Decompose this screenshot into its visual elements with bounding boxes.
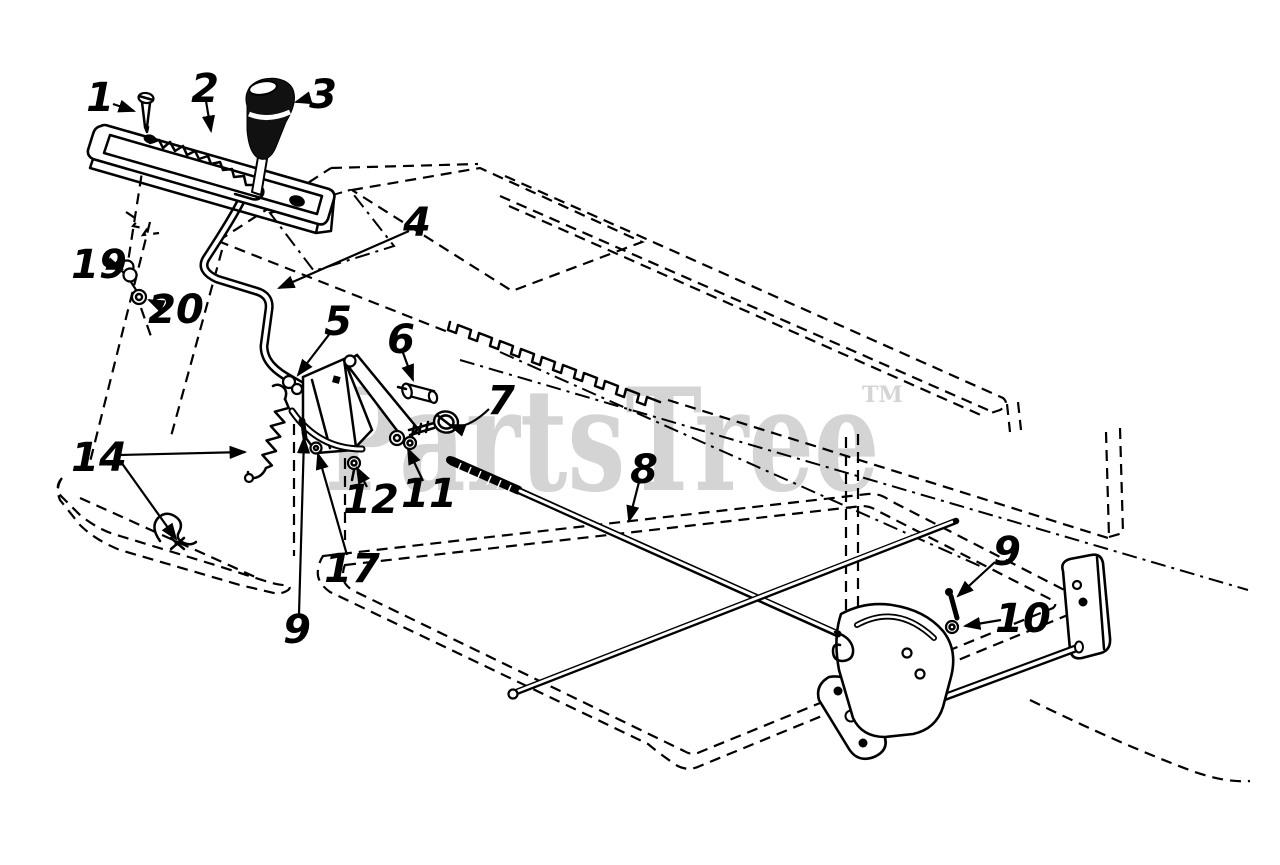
callout-leader-9	[296, 435, 311, 615]
callout-leader-19	[105, 257, 125, 271]
washer-12	[346, 455, 362, 482]
screw-hole	[143, 134, 157, 144]
callout-leader-3	[293, 91, 313, 105]
callout-leader-10	[962, 616, 1002, 630]
callout-17-11: 17	[324, 546, 380, 592]
pin-9-right	[945, 588, 960, 621]
plate-hole	[289, 195, 305, 207]
callout-2-1: 2	[191, 66, 219, 112]
callout-9-13: 9	[993, 529, 1021, 575]
callout-leader-8	[626, 481, 641, 524]
tension-spring	[243, 383, 290, 484]
stabilizer-rod	[507, 517, 960, 700]
callout-leader-11	[407, 447, 424, 482]
callout-leader-6	[400, 349, 415, 383]
footrest-bracket	[153, 512, 198, 551]
callout-8-7: 8	[630, 447, 658, 493]
callout-leader-12	[355, 466, 371, 488]
shift-rod	[446, 456, 855, 663]
callout-12-9: 12	[343, 477, 399, 523]
callout-leader-20	[147, 299, 166, 313]
arc-guide	[288, 407, 366, 453]
callout-leader-5	[296, 331, 332, 377]
callout-9-12: 9	[283, 607, 311, 653]
trademark-symbol: TM	[862, 382, 903, 408]
sector-plate	[835, 602, 955, 739]
callout-6-5: 6	[387, 317, 415, 363]
callout-leader-7	[447, 408, 490, 437]
shift-lever-rod	[199, 167, 309, 392]
callout-leader-2	[201, 100, 215, 134]
callout-leader-4	[276, 229, 410, 290]
callout-4-3: 4	[402, 200, 431, 246]
floor-pan-outline	[316, 492, 1085, 770]
callout-1-0: 1	[86, 75, 114, 121]
callout-7-6: 7	[487, 378, 515, 424]
pin-9-left	[298, 417, 308, 441]
callout-10-14: 10	[995, 596, 1051, 642]
callout-leader-17	[315, 451, 349, 556]
frame-outline	[87, 139, 1251, 783]
callout-14-10: 14	[71, 435, 127, 481]
washer-17	[309, 441, 323, 455]
callout-leader-14	[119, 445, 248, 459]
shoulder-bolt	[396, 382, 439, 404]
serrated-edge	[446, 320, 662, 407]
callout-11-8: 11	[401, 471, 457, 517]
callout-20-16: 20	[148, 287, 204, 333]
callout-leader-9	[956, 561, 996, 598]
rod-hook	[831, 630, 855, 663]
centerlines	[268, 188, 1249, 591]
callout-19-15: 19	[71, 242, 127, 288]
shift-plate	[86, 123, 336, 235]
flat-washer-10	[944, 619, 960, 635]
callout-3-2: 3	[309, 72, 337, 118]
shift-knob	[245, 77, 295, 197]
callout-5-4: 5	[324, 299, 352, 345]
support-strap	[1061, 553, 1112, 660]
callout-leader-1	[112, 99, 137, 113]
callout-leader-14	[120, 461, 178, 541]
link-arm	[343, 353, 420, 443]
mounting-screw	[137, 91, 155, 134]
